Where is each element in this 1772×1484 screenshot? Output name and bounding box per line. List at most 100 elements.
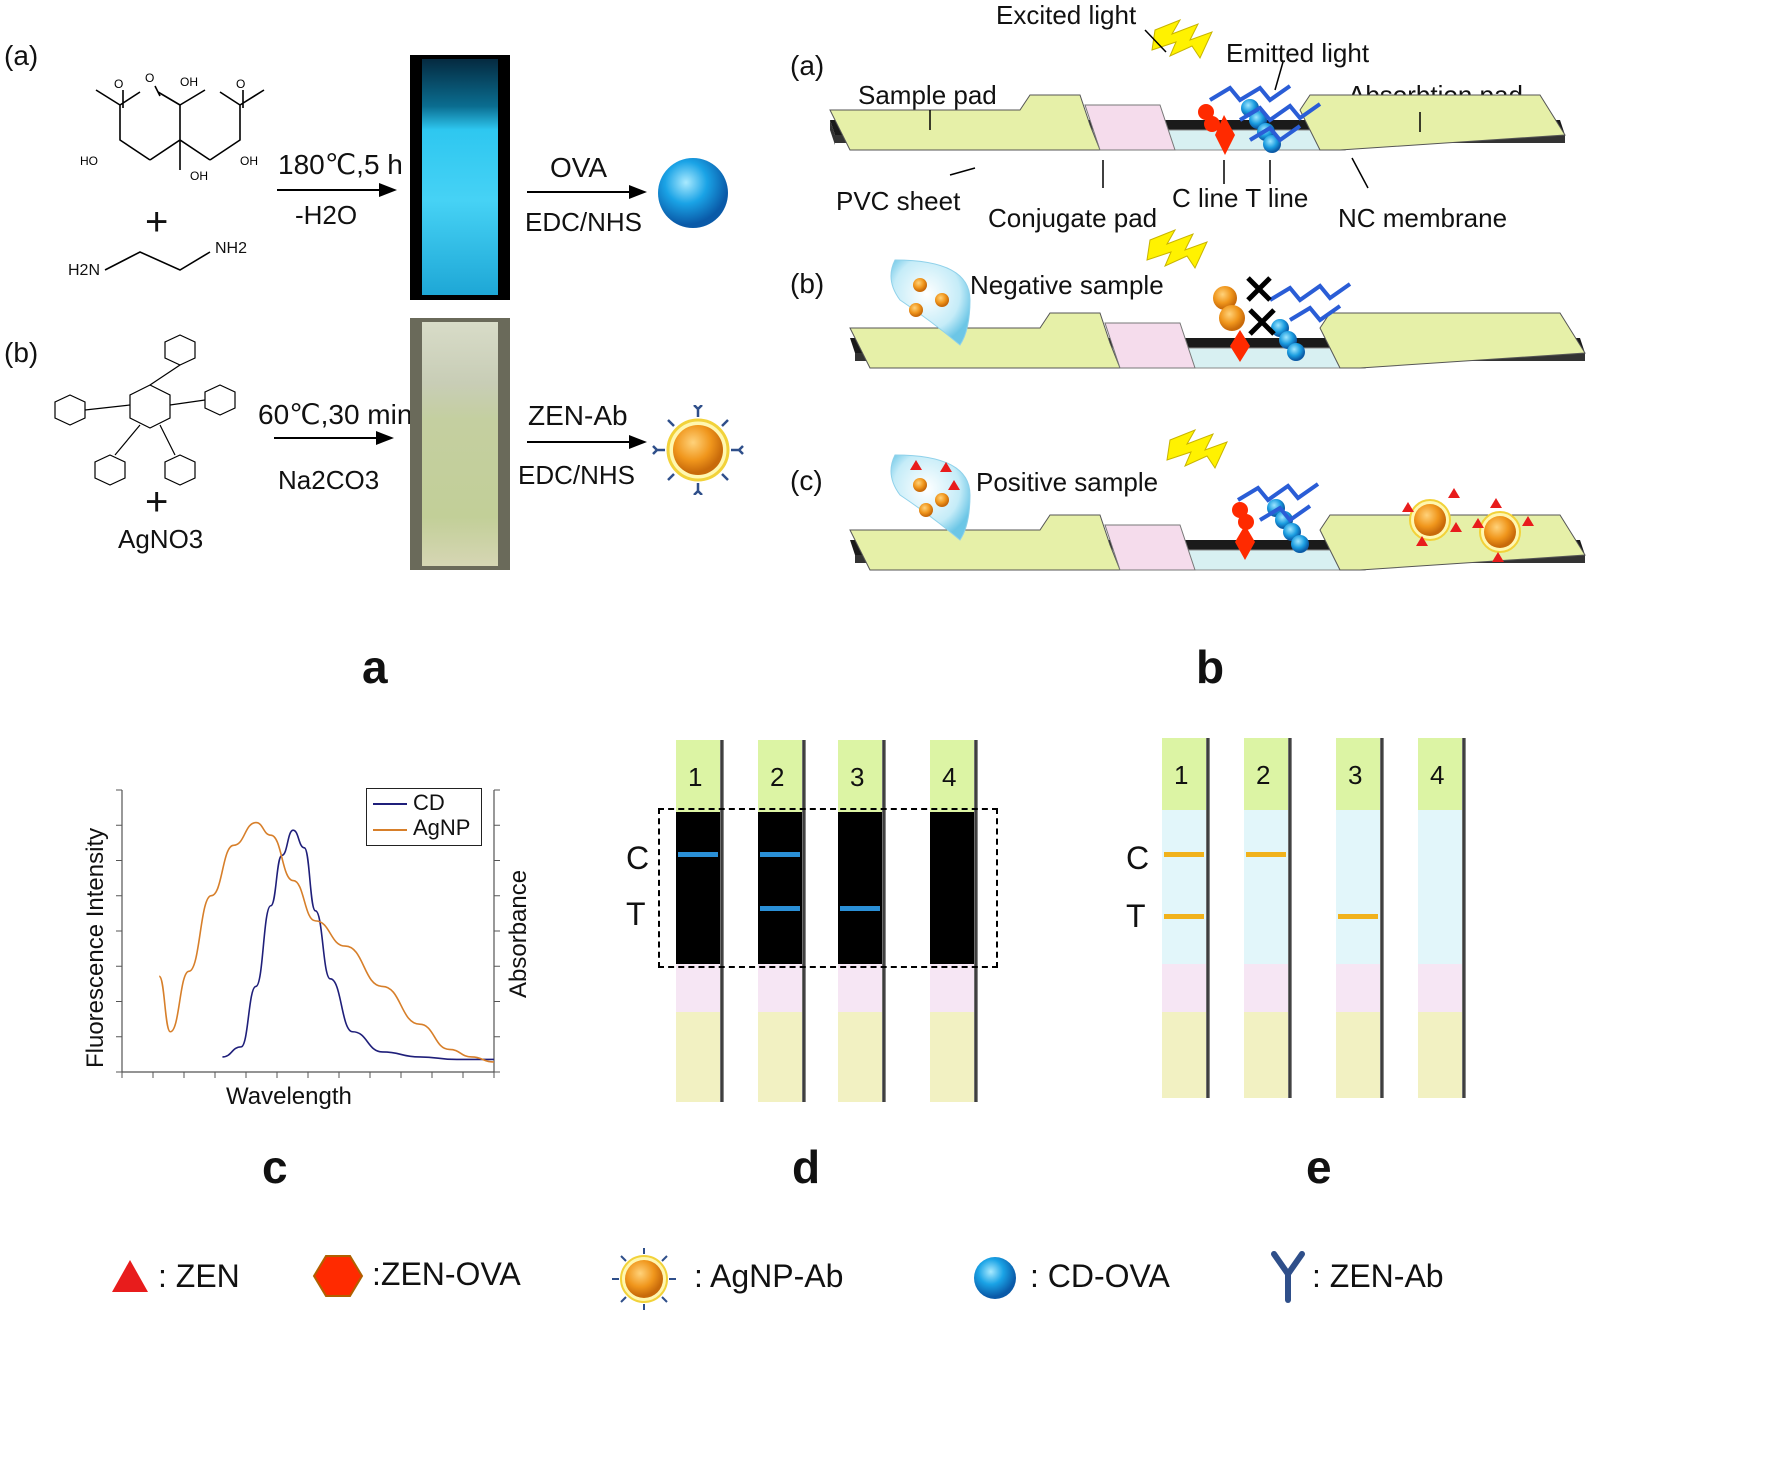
arrow-right-icon xyxy=(274,431,394,445)
panel-letter-a: a xyxy=(362,641,388,693)
strip-absorbent-pad xyxy=(1418,738,1462,810)
legend-swatch-cd xyxy=(373,803,407,805)
svg-text:O: O xyxy=(236,77,245,91)
negative-drop xyxy=(890,259,971,346)
agnp-cuvette-photo xyxy=(410,318,510,570)
t-line xyxy=(760,906,800,911)
strip-absorbent-pad xyxy=(838,740,882,812)
strip-c xyxy=(849,514,1586,571)
strip-conjugate-pad xyxy=(1336,964,1380,1012)
t-line xyxy=(840,906,880,911)
strip-conjugate-pad xyxy=(1162,964,1206,1012)
strip-absorbent-pad xyxy=(758,740,802,812)
svg-text:O: O xyxy=(145,71,154,85)
cd-ova-icon xyxy=(974,1257,1016,1299)
strip-edge xyxy=(1288,738,1292,1098)
arrow-right-icon xyxy=(527,435,647,449)
strip-membrane xyxy=(930,812,974,964)
panel-letter-c: c xyxy=(262,1141,288,1193)
strip-b-capture xyxy=(1213,276,1352,362)
strip-number: 1 xyxy=(1174,760,1189,790)
svg-text:HO: HO xyxy=(80,154,98,168)
diamine-right: NH2 xyxy=(215,240,248,257)
agno3-label: AgNO3 xyxy=(118,524,204,554)
cond4-top: ZEN-Ab xyxy=(528,400,628,431)
chart-ylabel-right: Absorbance xyxy=(505,869,532,998)
test-strip: 2 xyxy=(1244,738,1296,1098)
test-strip: 1 xyxy=(676,740,728,1102)
strip-absorbent-pad xyxy=(1336,738,1380,810)
test-strip: 2 xyxy=(758,740,810,1102)
strip-edge xyxy=(1462,738,1466,1098)
panel-letter-d: d xyxy=(792,1141,821,1193)
tannic-acid-structure xyxy=(54,334,236,486)
strip-number: 2 xyxy=(1256,760,1271,790)
strip-membrane xyxy=(1244,810,1288,964)
c-line xyxy=(1164,852,1204,857)
strip-c-capture xyxy=(1232,482,1534,562)
panel-a-row-a-label: (a) xyxy=(4,40,39,71)
test-strip: 3 xyxy=(838,740,890,1102)
cond4-bottom: EDC/NHS xyxy=(518,460,636,490)
strip-membrane xyxy=(1418,810,1462,964)
strip-number: 2 xyxy=(770,762,785,792)
chart-xlabel: Wavelength xyxy=(226,1083,352,1110)
cond3-bottom: Na2CO3 xyxy=(278,465,380,495)
strip-membrane xyxy=(838,812,882,964)
panel-b-sub-b: (b) xyxy=(790,268,825,299)
strip-number: 4 xyxy=(1430,760,1445,790)
c-line xyxy=(1246,852,1286,857)
legend-item-cd: CD xyxy=(413,790,445,815)
strip-edge xyxy=(974,740,978,1102)
zen-triangle-icon xyxy=(112,1260,148,1292)
test-strip-diagram xyxy=(829,19,1586,571)
strip-number: 1 xyxy=(688,762,703,792)
strip-edge xyxy=(720,740,724,1102)
strip-conjugate-pad xyxy=(1244,964,1288,1012)
panel-b-sub-c: (c) xyxy=(790,465,823,496)
strip-absorbent-pad xyxy=(1244,738,1288,810)
c-label-e: C xyxy=(1126,840,1150,876)
cd-cuvette-photo xyxy=(410,55,510,300)
negative-sample-label: Negative sample xyxy=(970,270,1164,300)
emitted-light-label: Emitted light xyxy=(1226,38,1370,68)
zen-ova-hexagon-icon xyxy=(312,1255,364,1297)
test-strip: 4 xyxy=(1418,738,1470,1098)
cd-ova-sphere-icon xyxy=(658,158,728,228)
strip-a xyxy=(829,94,1566,151)
agnp-ab-icon xyxy=(612,1248,676,1310)
series-line-agnp xyxy=(158,821,495,1063)
cond3-top: 60℃,30 min xyxy=(258,399,413,430)
svg-text:OH: OH xyxy=(190,169,208,183)
panel-a-row-b-label: (b) xyxy=(4,337,39,368)
c-line xyxy=(760,852,800,857)
panel-letter-b: b xyxy=(1196,641,1225,693)
strip-membrane xyxy=(758,812,802,964)
legend-agnp-ab: : AgNP-Ab xyxy=(694,1258,844,1294)
plus-sign: + xyxy=(145,200,169,244)
test-strip: 1 xyxy=(1162,738,1214,1098)
ethylenediamine-structure xyxy=(104,251,211,271)
agnp-ab-sphere-icon xyxy=(652,405,744,495)
svg-text:OH: OH xyxy=(240,154,258,168)
legend-zen-ab: : ZEN-Ab xyxy=(1312,1258,1444,1294)
legend-zen-ova: :ZEN-OVA xyxy=(372,1256,521,1292)
diamine-left: H2N xyxy=(68,262,101,279)
released-agnp-2 xyxy=(1472,498,1534,562)
strip-conjugate-pad xyxy=(838,964,882,1012)
strip-sample-pad xyxy=(1162,1012,1206,1098)
strip-sample-pad xyxy=(758,1012,802,1102)
strip-conjugate-pad xyxy=(676,964,720,1012)
c-line-t-line-label: C line T line xyxy=(1172,183,1309,213)
strip-number: 3 xyxy=(1348,760,1363,790)
strip-sample-pad xyxy=(676,1012,720,1102)
positive-sample-label: Positive sample xyxy=(976,467,1159,497)
strip-b xyxy=(849,312,1586,369)
dashed-box xyxy=(658,808,998,968)
arrow-right-icon xyxy=(527,185,647,199)
strip-a-capture xyxy=(1198,84,1322,155)
zen-ab-antibody-icon xyxy=(1271,1251,1305,1303)
excited-light-label: Excited light xyxy=(996,0,1137,30)
svg-text:OH: OH xyxy=(180,75,198,89)
strip-membrane xyxy=(1162,810,1206,964)
